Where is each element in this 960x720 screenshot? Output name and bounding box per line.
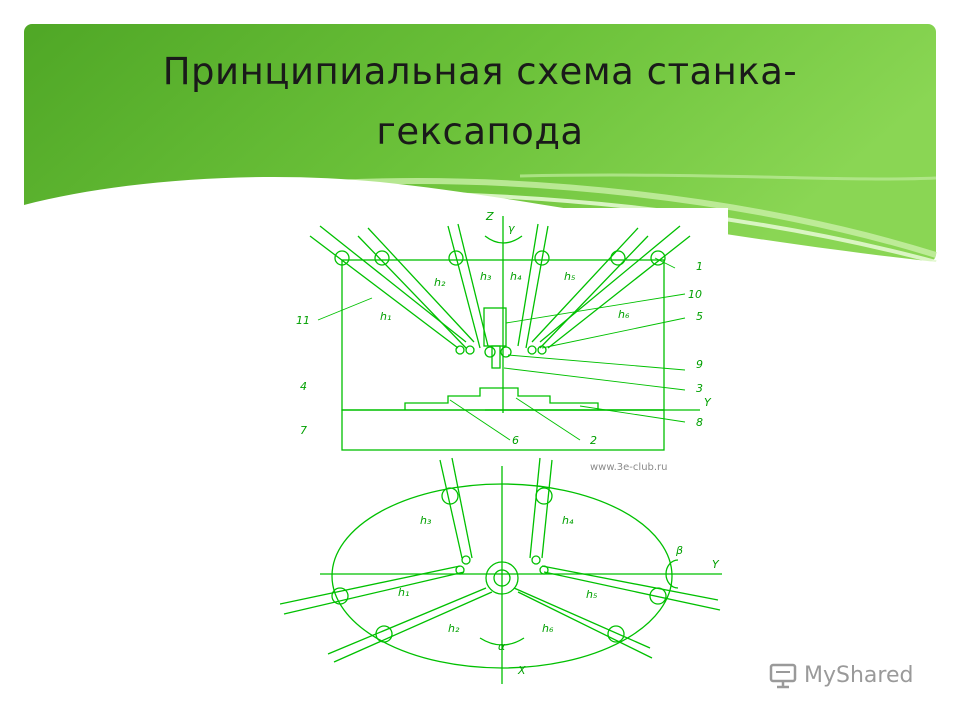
label-h5: h₅ <box>564 270 575 283</box>
label-6: 6 <box>512 434 519 447</box>
top-label-h4: h₄ <box>562 514 574 527</box>
top-label-y: Y <box>712 558 720 571</box>
label-7: 7 <box>300 424 307 437</box>
label-11: 11 <box>296 314 310 327</box>
gamma-rotation-arc <box>484 235 523 244</box>
top-label-h5: h₅ <box>586 588 597 601</box>
top-label-beta: β <box>675 544 683 557</box>
label-9: 9 <box>696 358 703 371</box>
label-h4: h₄ <box>510 270 522 283</box>
label-2: 2 <box>590 434 597 447</box>
top-label-alpha: α <box>498 640 506 653</box>
label-h3: h₃ <box>480 270 492 283</box>
label-5: 5 <box>696 310 703 323</box>
myshared-watermark: MyShared <box>768 658 913 692</box>
label-1: 1 <box>696 260 703 273</box>
label-8: 8 <box>696 416 703 429</box>
top-label-h6: h₆ <box>542 622 554 635</box>
top-label-h2: h₂ <box>448 622 460 635</box>
workpiece <box>404 387 599 410</box>
top-label-h3: h₃ <box>420 514 432 527</box>
label-gamma: γ <box>508 222 515 235</box>
label-10: 10 <box>688 288 702 301</box>
myshared-logo-icon <box>769 663 797 689</box>
alpha-rotation-arc <box>479 637 525 646</box>
beta-rotation-arc <box>665 559 679 589</box>
top-struts <box>280 457 721 663</box>
lower-joints <box>455 345 547 358</box>
label-4: 4 <box>300 380 307 393</box>
label-h6: h₆ <box>618 308 630 321</box>
label-h1: h₁ <box>380 310 391 323</box>
spindle-top <box>485 561 519 595</box>
myshared-brand: MyShared <box>804 662 914 688</box>
top-joints <box>331 487 667 643</box>
top-label-h1: h₁ <box>398 586 409 599</box>
label-3: 3 <box>696 382 703 395</box>
top-label-x: X <box>517 664 526 677</box>
hexapod-schematic: Z γ Y h₂ h₃ h₄ h₅ h₁ h₆ 1 10 5 9 3 8 2 6… <box>280 208 728 690</box>
slide-title: Принципиальная схема станка-гексапода <box>162 50 798 153</box>
side-struts <box>309 223 691 349</box>
site-mark: www.3e-club.ru <box>590 462 668 473</box>
label-z: Z <box>485 210 494 223</box>
label-h2: h₂ <box>434 276 446 289</box>
upper-joints <box>334 250 666 266</box>
label-y: Y <box>704 396 712 409</box>
